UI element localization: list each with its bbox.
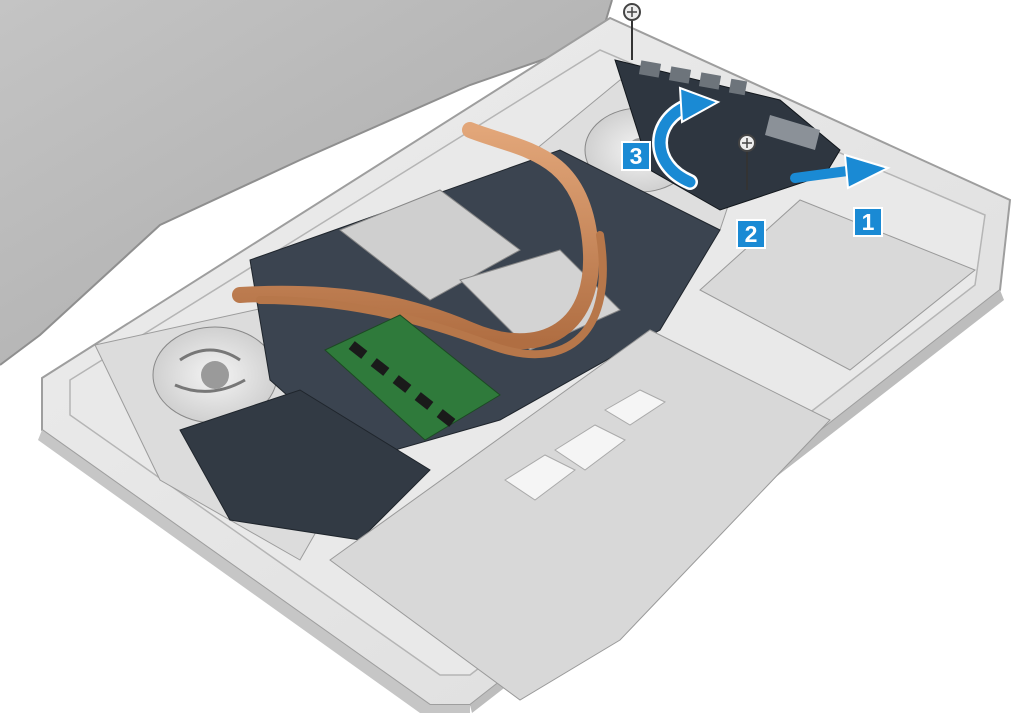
step-3-badge: 3 — [621, 141, 651, 171]
heat-pipe — [232, 122, 600, 350]
memory-module — [324, 314, 501, 441]
palmrest-plate — [329, 329, 831, 701]
step-2-badge: 2 — [736, 219, 766, 249]
screw-icon — [738, 134, 756, 190]
screw-icon — [623, 3, 641, 60]
step-1-badge: 1 — [853, 207, 883, 237]
slide-arrow-icon — [790, 153, 891, 190]
rotate-arrow-icon — [652, 86, 721, 190]
heatsink — [232, 122, 621, 359]
battery — [699, 199, 976, 371]
